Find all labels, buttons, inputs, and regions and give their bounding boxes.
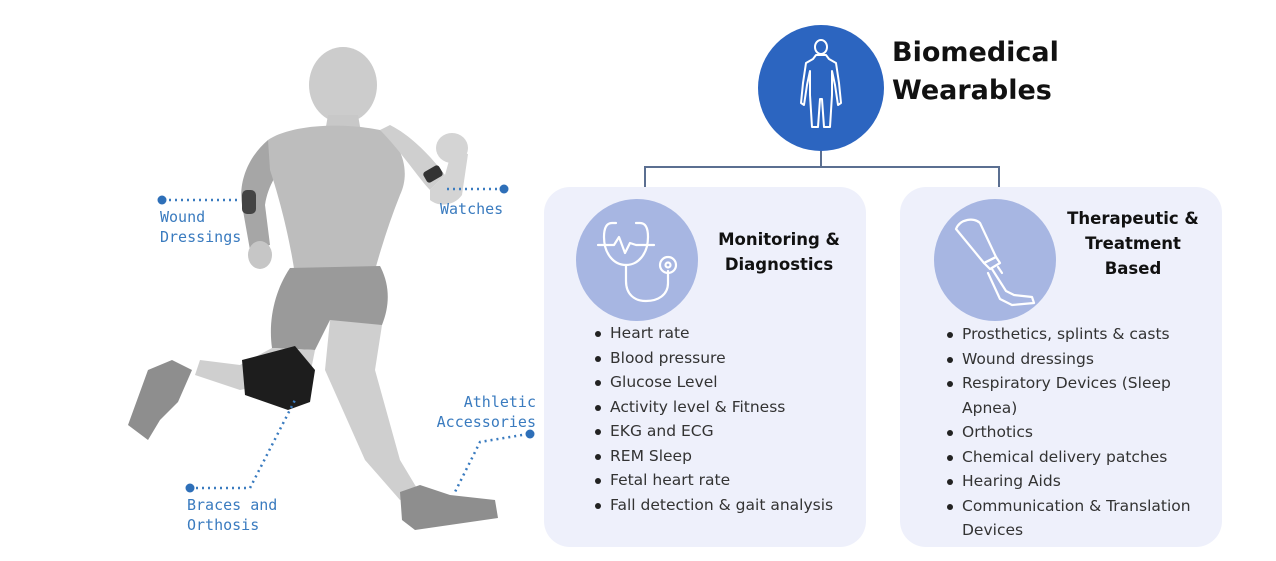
runner-front-hand	[436, 133, 468, 163]
diagram-title: Biomedical Wearables	[892, 37, 1059, 106]
list-item: Prosthetics, splints & casts	[944, 322, 1206, 347]
knee-brace-device	[242, 346, 315, 410]
connector-left-down	[644, 166, 646, 188]
hub-circle	[758, 25, 884, 151]
list-item: Orthotics	[944, 420, 1206, 445]
runner-shirt	[268, 125, 405, 276]
list-item: Fall detection & gait analysis	[592, 493, 862, 518]
runner-front-leg	[325, 320, 418, 500]
list-item: Wound dressings	[944, 347, 1206, 372]
runner-figure	[128, 47, 535, 530]
connector-hub-down	[820, 151, 822, 167]
runner-back-shoe	[128, 360, 192, 440]
list-item: EKG and ECG	[592, 419, 862, 444]
dot-athletic	[525, 429, 535, 439]
leader-braces	[190, 399, 297, 490]
card-heading: Therapeutic & Treatment Based	[1067, 209, 1199, 278]
card-therapeutic-treatment: Therapeutic & Treatment Based Prosthetic…	[900, 187, 1222, 547]
label-athletic-accessories: Athletic Accessories	[436, 393, 536, 431]
label-wound-dressings: Wound Dressings	[160, 208, 242, 246]
list-item: Respiratory Devices (Sleep Apnea)	[944, 371, 1206, 420]
list-item: Heart rate	[592, 321, 862, 346]
card-monitoring-diagnostics: Monitoring & Diagnostics Heart rate Bloo…	[544, 187, 866, 547]
list-item: Activity level & Fitness	[592, 395, 862, 420]
list-item: Blood pressure	[592, 346, 862, 371]
runner-back-hand	[248, 241, 272, 269]
runner-forearm	[430, 150, 468, 205]
list-item: Glucose Level	[592, 370, 862, 395]
dot-watches	[499, 184, 509, 194]
card-item-list: Heart rate Blood pressure Glucose Level …	[592, 321, 862, 517]
dot-wound-dressings	[157, 195, 167, 205]
connector-right-down	[998, 166, 1000, 188]
leader-athletic	[453, 432, 529, 493]
label-braces-orthosis: Braces and Orthosis	[187, 496, 278, 534]
list-item: Communication & Translation Devices	[944, 494, 1206, 543]
callout-dots	[157, 184, 535, 493]
callout-leaders	[163, 187, 529, 493]
watch-device	[423, 165, 443, 183]
runner-front-shoe	[400, 485, 498, 530]
list-item: REM Sleep	[592, 444, 862, 469]
dot-braces	[185, 483, 195, 493]
list-item: Chemical delivery patches	[944, 445, 1206, 470]
card-icon-circle	[934, 199, 1056, 321]
connector-horizontal	[644, 166, 1000, 168]
list-item: Hearing Aids	[944, 469, 1206, 494]
wound-dressing-device	[242, 190, 256, 214]
prosthetic-leg-icon	[954, 218, 1036, 307]
card-icon-circle	[576, 199, 698, 321]
human-body-icon	[800, 39, 842, 128]
card-heading: Monitoring & Diagnostics	[718, 230, 840, 274]
stethoscope-icon	[596, 221, 678, 303]
label-watches: Watches	[440, 200, 504, 218]
list-item: Fetal heart rate	[592, 468, 862, 493]
card-item-list: Prosthetics, splints & casts Wound dress…	[944, 322, 1206, 543]
runner-head	[309, 47, 377, 123]
runner-shorts	[270, 266, 388, 350]
